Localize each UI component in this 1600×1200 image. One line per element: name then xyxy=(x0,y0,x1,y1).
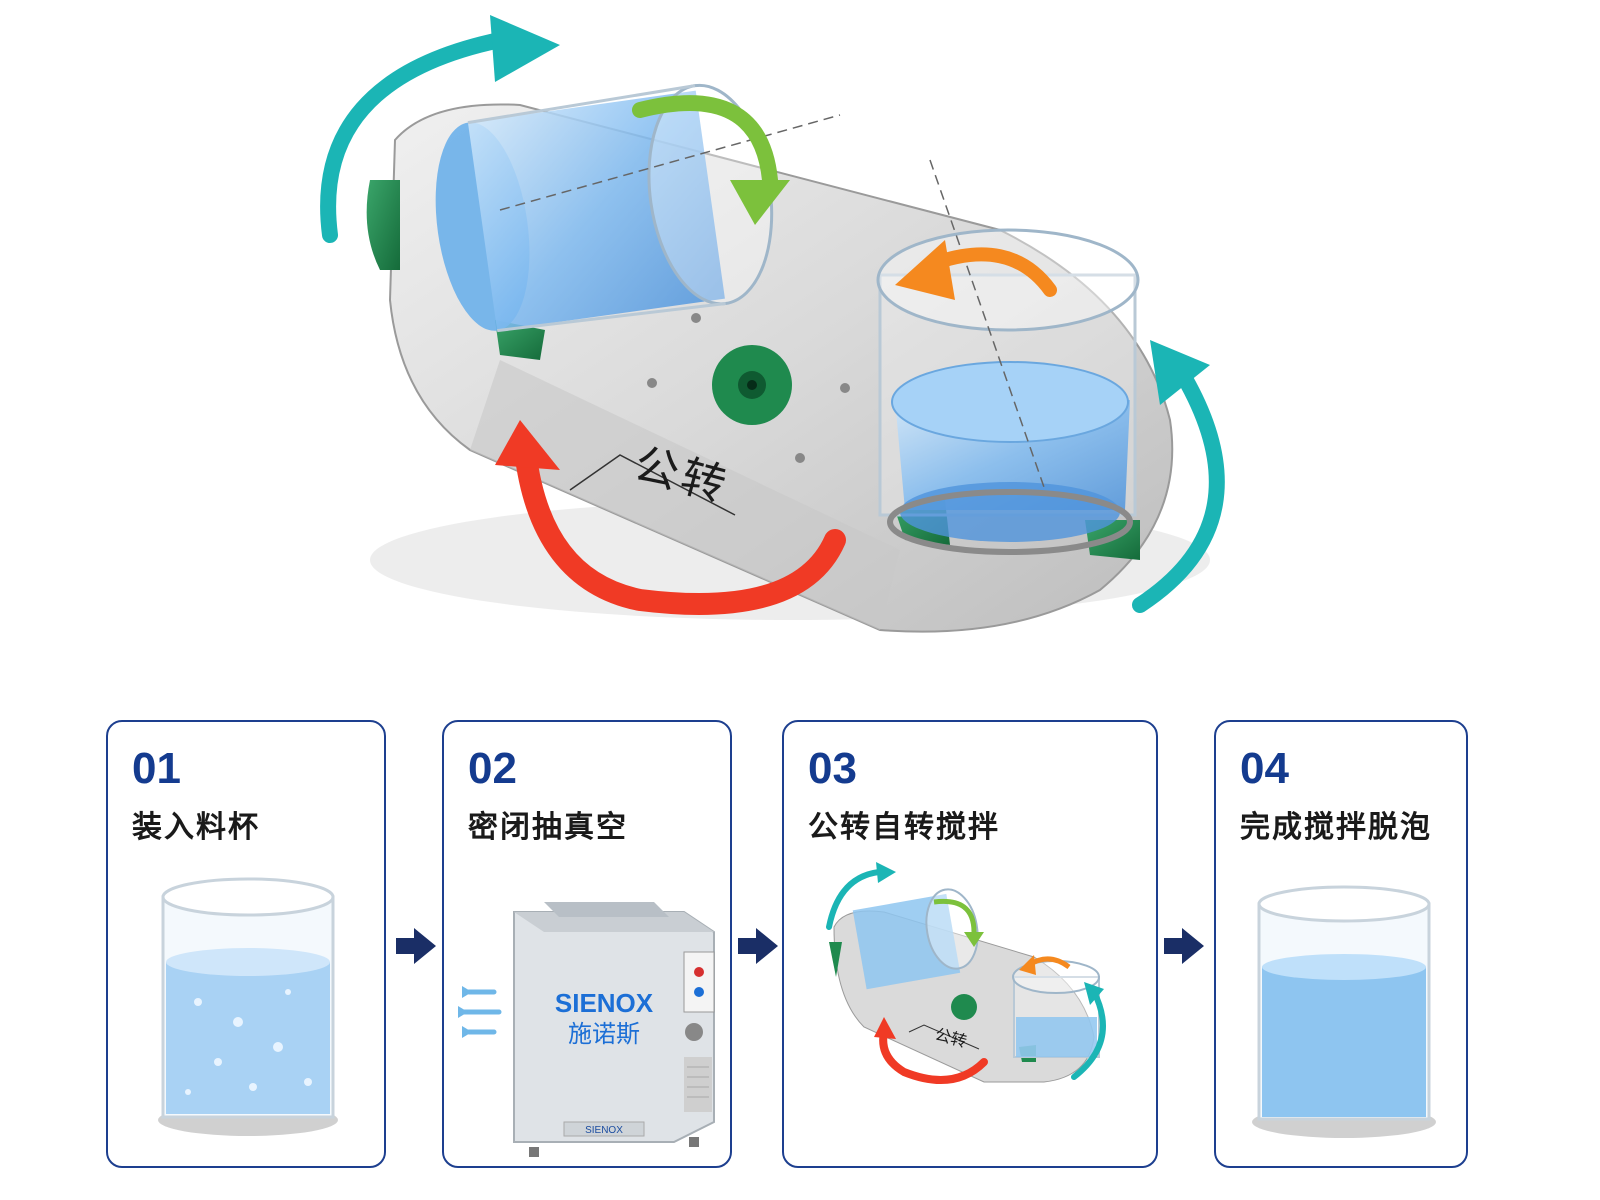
step-card-4: 04 完成搅拌脱泡 xyxy=(1214,720,1468,1168)
mixer-rotor-diagram xyxy=(320,15,1225,633)
step-title: 公转自转搅拌 xyxy=(808,810,1000,845)
step-number: 04 xyxy=(1240,744,1289,793)
process-steps: 01 装入料杯 02 密闭抽真空 xyxy=(0,720,1600,1190)
step-title: 装入料杯 xyxy=(132,810,260,845)
step-number: 03 xyxy=(808,744,857,793)
brand-plate-text: SIENOX xyxy=(585,1125,623,1136)
brand-cn-text: 施诺斯 xyxy=(568,1020,640,1048)
step-number: 02 xyxy=(468,744,517,793)
green-bracket-left xyxy=(366,180,400,270)
step-number: 01 xyxy=(132,744,181,793)
step-title: 密闭抽真空 xyxy=(468,810,628,845)
next-arrow-icon xyxy=(396,928,436,964)
clear-cup-icon xyxy=(1252,885,1436,1138)
step-card-3: 03 公转自转搅拌 公转 xyxy=(782,720,1158,1168)
left-cup xyxy=(435,83,774,333)
mini-mixer-rotor-icon: 公转 xyxy=(826,862,1106,1084)
next-arrow-icon xyxy=(1164,928,1204,964)
teal-arrow-right xyxy=(1132,362,1225,613)
red-revolution-arrow xyxy=(514,439,846,615)
brand-en-text: SIENOX xyxy=(555,988,654,1018)
green-rotation-arrow xyxy=(632,95,778,188)
step-card-2: 02 密闭抽真空 SIENOX SIENOX 施诺斯 xyxy=(442,720,732,1168)
next-arrow-icon xyxy=(738,928,778,964)
hero-illustration: 公转 xyxy=(320,15,1225,633)
vacuum-mixer-machine-icon: SIENOX SIENOX 施诺斯 xyxy=(458,902,715,1157)
right-cup xyxy=(876,228,1140,555)
teal-arrow-top xyxy=(320,32,508,243)
step-card-1: 01 装入料杯 xyxy=(106,720,386,1168)
filled-cup-icon xyxy=(158,877,338,1136)
step-title: 完成搅拌脱泡 xyxy=(1240,810,1432,845)
